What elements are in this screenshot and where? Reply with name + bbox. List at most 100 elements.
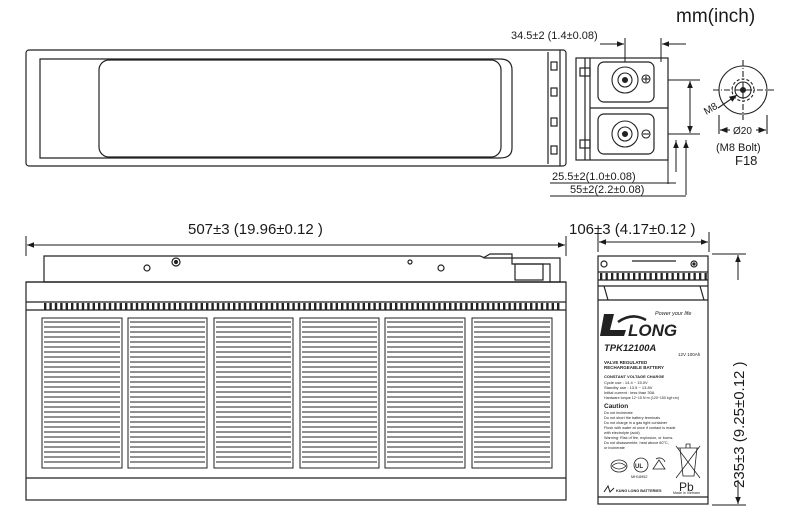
positive-terminal (611, 66, 651, 94)
terminal-detail (713, 60, 775, 134)
side-tooth (616, 273, 619, 280)
vent-tooth (422, 303, 425, 310)
side-tooth (649, 273, 652, 280)
globe-icon (610, 459, 628, 473)
vent-tooth (119, 303, 122, 310)
front-view-dimension (25, 236, 567, 256)
vent-tooth (195, 303, 198, 310)
vent-tooth (44, 303, 47, 310)
label-company: KUNG LONG BATTERIES (616, 489, 662, 493)
vent-tooth (476, 303, 479, 310)
label-warning-line: or incinerate (604, 446, 625, 450)
vent-tooth (92, 303, 95, 310)
side-tooth (644, 273, 647, 280)
vent-tooth (438, 303, 441, 310)
label-ul-mark: UL (635, 464, 643, 470)
label-model: TPK12100A (604, 343, 656, 354)
label-standby-use: Standby use : 13.5 ~ 13.8V (604, 385, 653, 390)
vent-tooth (233, 303, 236, 310)
vent-tooth (162, 303, 166, 310)
vent-tooth (103, 303, 106, 310)
vent-tooth (222, 303, 225, 310)
crossed-bin-icon (678, 443, 698, 477)
unit-label: mm(inch) (676, 6, 755, 27)
side-tooth (633, 273, 636, 280)
label-type-2: RECHARGEABLE BATTERY (604, 365, 664, 370)
vent-tooth (368, 303, 371, 310)
label-ul-code: MH18952 (631, 475, 647, 479)
vent-tooth (303, 303, 306, 310)
vent-tooth (335, 303, 338, 310)
vent-tooth (530, 303, 533, 310)
vent-tooth (243, 303, 247, 310)
side-tooth (638, 273, 641, 280)
terminal-diameter: Ø20 (733, 126, 752, 137)
side-tooth (666, 273, 669, 280)
label-warning-line: Do not short the battery terminals (604, 416, 660, 420)
vent-tooth (292, 303, 295, 310)
vent-tooth (324, 303, 328, 310)
vent-tooth (459, 303, 463, 310)
vent-tooth (481, 303, 484, 310)
dim-terminal-offset: 25.5±2(1.0±0.08) (552, 171, 636, 183)
vent-tooth (535, 303, 538, 310)
side-tooth (677, 273, 680, 280)
side-tooth (627, 273, 630, 280)
vent-tooth (362, 303, 365, 310)
vent-tooth (65, 303, 68, 310)
vent-tooth (54, 303, 58, 310)
vent-grille (41, 317, 123, 469)
vent-tooth (524, 303, 527, 310)
dim-terminal-width: 34.5±2 (1.4±0.08) (511, 30, 598, 42)
vent-tooth (168, 303, 171, 310)
vent-tooth (546, 303, 549, 310)
label-warning-line: Flush with water at once if contact is m… (604, 426, 676, 430)
vent-tooth (540, 303, 544, 310)
side-view-dimensions (597, 232, 746, 506)
top-view (25, 49, 669, 167)
vent-tooth (308, 303, 311, 310)
vent-tooth (200, 303, 203, 310)
vent-tooth (81, 303, 85, 310)
side-tooth (671, 273, 674, 280)
label-warning-line: Warning: Risk of fire, explosion, or bur… (604, 436, 673, 440)
side-tooth (622, 273, 625, 280)
label-origin: Made in Vietnam (673, 491, 700, 495)
vent-tooth (297, 303, 301, 310)
long-logo-icon (600, 314, 647, 336)
vent-tooth (389, 303, 392, 310)
vent-tooth (416, 303, 419, 310)
front-vent-teeth (44, 303, 560, 310)
vent-tooth (351, 303, 355, 310)
vent-tooth (411, 303, 414, 310)
vent-tooth (470, 303, 473, 310)
vent-tooth (87, 303, 90, 310)
vent-grille (384, 317, 466, 469)
side-tooth (655, 273, 658, 280)
battery-label: Power your life LONG TPK12100A 12V 100Ah… (600, 311, 701, 495)
vent-tooth (319, 303, 322, 310)
vent-tooth (427, 303, 430, 310)
recycle-icon (652, 459, 666, 470)
vent-tooth (276, 303, 279, 310)
vent-tooth (265, 303, 268, 310)
bolt-note: (M8 Bolt) (716, 142, 761, 154)
vent-tooth (314, 303, 317, 310)
vent-tooth (173, 303, 176, 310)
vent-tooth (152, 303, 155, 310)
front-vent-grilles (41, 317, 553, 469)
vent-tooth (270, 303, 274, 310)
vent-grille (299, 317, 380, 469)
vent-tooth (465, 303, 468, 310)
vent-tooth (141, 303, 144, 310)
vent-grille (471, 317, 553, 469)
vent-tooth (179, 303, 182, 310)
label-rating: 12V 100Ah (678, 352, 701, 357)
vent-tooth (551, 303, 554, 310)
side-tooth (699, 273, 702, 280)
vent-tooth (341, 303, 344, 310)
vent-tooth (497, 303, 500, 310)
vent-tooth (238, 303, 241, 310)
